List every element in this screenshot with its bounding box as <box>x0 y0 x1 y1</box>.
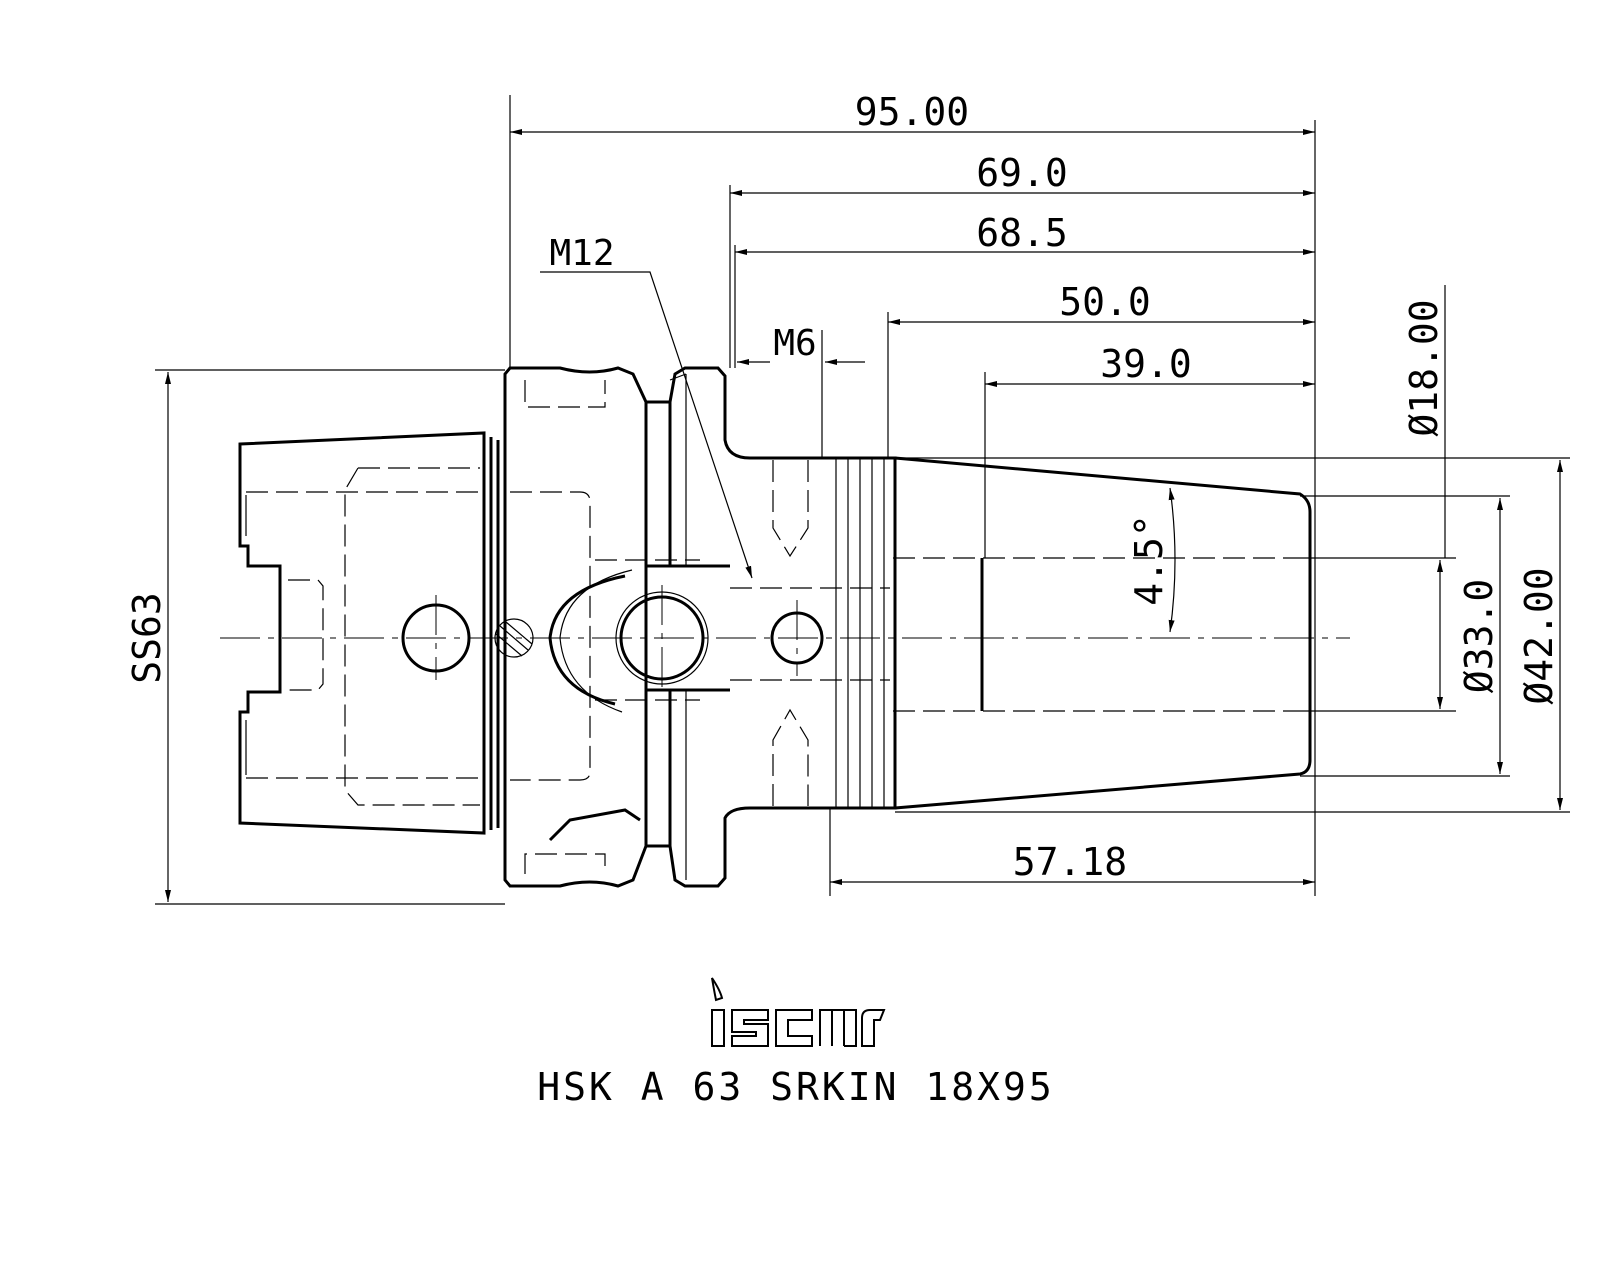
dimension-labels: 95.00 69.0 68.5 50.0 39.0 57.18 M12 M6 S… <box>125 90 1561 884</box>
hsk-shank <box>238 431 486 835</box>
dim-dia-33: Ø33.0 <box>1457 579 1501 693</box>
dim-dia-42: Ø42.00 <box>1517 567 1561 704</box>
dim-overall-length: 95.00 <box>855 90 969 134</box>
dimension-lines <box>165 129 1563 902</box>
thread-m12: M12 <box>549 233 614 274</box>
tool-holder-outline <box>238 366 1312 888</box>
dim-69: 69.0 <box>976 151 1068 195</box>
taper-nose <box>894 456 1312 810</box>
product-designation: HSK A 63 SRKIN 18X95 <box>537 1065 1055 1109</box>
flange <box>503 366 648 888</box>
dim-dia-18: Ø18.00 <box>1402 299 1446 436</box>
dim-57-18: 57.18 <box>1013 840 1127 884</box>
thread-m6: M6 <box>773 323 816 364</box>
dim-angle: 4.5° <box>1127 514 1171 606</box>
dim-spindle: SS63 <box>125 592 169 684</box>
brand-logo <box>711 977 886 1047</box>
thread-lines <box>835 458 885 808</box>
dim-39: 39.0 <box>1100 342 1192 386</box>
dim-68-5: 68.5 <box>976 211 1068 255</box>
dim-50: 50.0 <box>1059 280 1151 324</box>
extension-lines <box>155 95 1570 905</box>
